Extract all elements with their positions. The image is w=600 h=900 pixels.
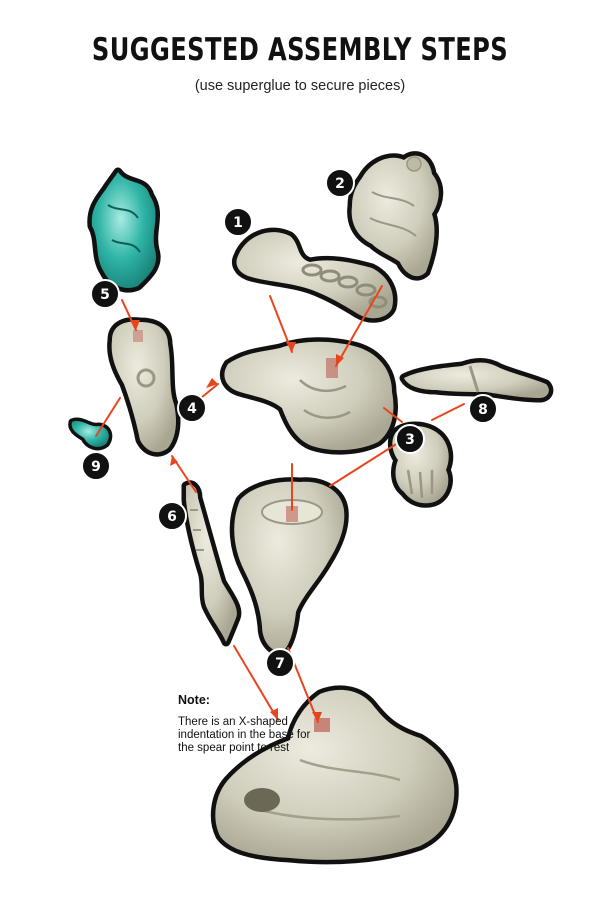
svg-text:1: 1	[233, 215, 243, 231]
note-heading: Note:	[178, 693, 210, 707]
svg-text:4: 4	[187, 401, 197, 417]
svg-text:8: 8	[478, 402, 488, 418]
right-arm-part	[112, 322, 176, 453]
svg-text:3: 3	[405, 432, 415, 448]
arrow-step-8	[432, 404, 464, 420]
step-badge-1: 1	[224, 208, 252, 236]
step-badge-3: 3	[396, 425, 424, 453]
step-badge-4: 4	[178, 394, 206, 422]
legs-part	[234, 482, 344, 652]
step-badge-5: 5	[91, 280, 119, 308]
svg-text:9: 9	[91, 459, 101, 475]
svg-text:2: 2	[335, 176, 345, 192]
step-badge-2: 2	[326, 169, 354, 197]
ghost-flame-part	[92, 172, 156, 288]
back-armor-part	[352, 156, 439, 277]
step-badge-6: 6	[158, 502, 186, 530]
step-badge-8: 8	[469, 395, 497, 423]
step-badge-7: 7	[266, 649, 294, 677]
svg-text:5: 5	[100, 287, 110, 303]
step-badge-9: 9	[82, 452, 110, 480]
svg-text:7: 7	[275, 656, 285, 672]
spear-part	[186, 485, 237, 642]
note-text: There is an X-shaped indentation in the …	[178, 716, 328, 755]
torso-part	[224, 342, 393, 450]
svg-text:6: 6	[167, 509, 177, 525]
dagger-part	[404, 363, 549, 399]
